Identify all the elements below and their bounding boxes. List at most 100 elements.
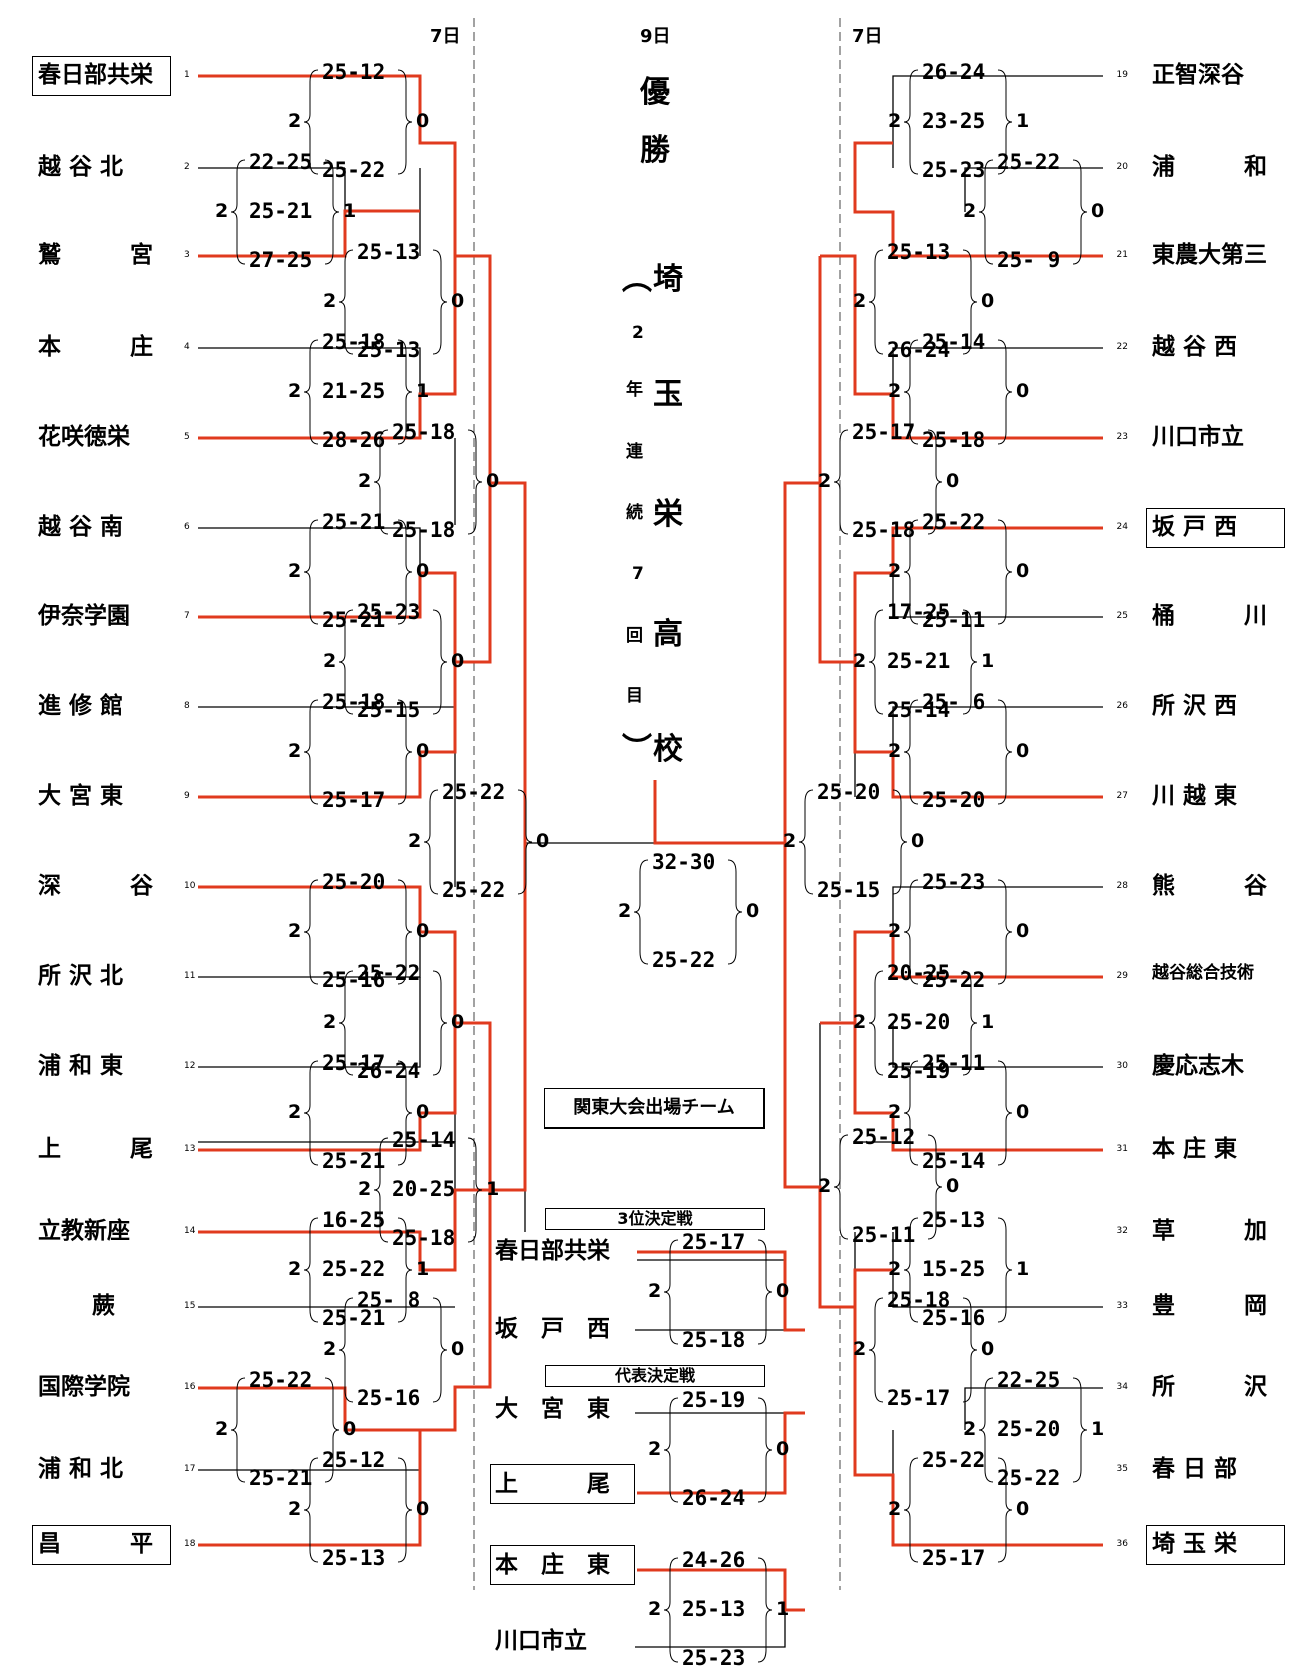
- champion-paren-open: ︵: [622, 262, 652, 297]
- set-score-0-0: 25-12: [322, 60, 386, 84]
- team-seed-right-27: 27: [1116, 791, 1128, 801]
- team-name-left-9: 大 宮 東: [38, 783, 124, 809]
- team-seed-left-17: 17: [184, 1464, 196, 1474]
- score-brace-right-20: [997, 339, 1013, 445]
- score-brace-left-21: [833, 429, 849, 535]
- set-score-29-0: 25-12: [852, 1125, 916, 1149]
- team-seed-left-10: 10: [184, 881, 196, 891]
- set-score-17-0: 26-24: [922, 60, 986, 84]
- sets-lost-31: 0: [981, 1338, 995, 1360]
- score-brace-left-20: [903, 339, 919, 445]
- set-score-13-0: 16-25: [322, 1208, 386, 1232]
- set-score-33-2: 25-17: [922, 1546, 986, 1570]
- sets-lost-27: 1: [981, 1011, 995, 1033]
- set-score-15-0: 25-22: [249, 1368, 313, 1392]
- sets-lost-35: 0: [776, 1280, 790, 1302]
- sets-lost-23: 1: [981, 650, 995, 672]
- sets-lost-12: 1: [486, 1178, 500, 1200]
- sets-won-36: 2: [648, 1438, 662, 1460]
- champion-name-3: 栄: [653, 497, 683, 532]
- champion-note-4: 続: [626, 503, 643, 523]
- set-score-13-2: 25-21: [322, 1306, 386, 1330]
- team-seed-left-13: 13: [184, 1144, 196, 1154]
- set-score-36-0: 25-19: [682, 1388, 746, 1412]
- set-score-13-1: 25-22: [322, 1257, 386, 1281]
- set-score-20-2: 25-18: [922, 428, 986, 452]
- team-box-left-1: [32, 56, 171, 96]
- team-seed-left-15: 15: [184, 1301, 196, 1311]
- set-score-37-0: 24-26: [682, 1548, 746, 1572]
- sets-won-7: 2: [288, 740, 302, 762]
- score-brace-right-36: [757, 1397, 773, 1503]
- set-score-18-2: 25- 9: [997, 248, 1061, 272]
- champion-name-5: 校: [653, 732, 683, 767]
- score-brace-left-11: [303, 1060, 319, 1166]
- team-seed-left-8: 8: [184, 701, 190, 711]
- team-name-left-2: 越 谷 北: [38, 154, 124, 180]
- set-score-21-2: 25-18: [852, 518, 916, 542]
- sets-won-31: 2: [853, 1338, 867, 1360]
- score-brace-left-8: [423, 789, 439, 895]
- set-score-19-2: 26-24: [887, 338, 951, 362]
- rep-match-title: 代表決定戦: [545, 1365, 765, 1387]
- set-score-32-2: 25-22: [997, 1466, 1061, 1490]
- set-score-23-1: 25-21: [887, 649, 951, 673]
- third-place-title: 3位決定戦: [545, 1208, 765, 1230]
- team-name-left-4: 本 庄: [38, 334, 153, 360]
- team-seed-right-25: 25: [1116, 611, 1128, 621]
- champion-name-1: 埼: [653, 262, 683, 297]
- team-seed-left-9: 9: [184, 791, 190, 801]
- sets-lost-3: 1: [416, 380, 430, 402]
- set-score-36-2: 26-24: [682, 1486, 746, 1510]
- team-seed-left-4: 4: [184, 342, 190, 352]
- score-brace-right-3: [397, 339, 413, 445]
- team-name-right-22: 越 谷 西: [1152, 334, 1238, 360]
- sets-won-10: 2: [323, 1011, 337, 1033]
- score-brace-left-1: [230, 159, 246, 265]
- sets-won-32: 2: [963, 1418, 977, 1440]
- score-brace-right-19: [962, 249, 978, 355]
- team-name-left-14: 立教新座: [38, 1218, 130, 1244]
- set-score-24-2: 25-20: [922, 788, 986, 812]
- set-score-32-0: 22-25: [997, 1368, 1061, 1392]
- team-seed-left-2: 2: [184, 162, 190, 172]
- set-score-1-1: 25-21: [249, 199, 313, 223]
- sets-won-25: 2: [783, 830, 797, 852]
- score-brace-right-7: [397, 699, 413, 805]
- sets-lost-11: 0: [416, 1101, 430, 1123]
- team-name-left-5: 花咲徳栄: [38, 424, 130, 450]
- score-brace-left-24: [903, 699, 919, 805]
- set-score-5-0: 25-21: [322, 510, 386, 534]
- score-brace-left-16: [303, 1457, 319, 1563]
- score-brace-left-9: [303, 879, 319, 985]
- rep-team-c-box: [490, 1545, 635, 1585]
- set-score-7-2: 25-17: [322, 788, 386, 812]
- sets-lost-30: 1: [1016, 1258, 1030, 1280]
- score-brace-left-10: [338, 970, 354, 1076]
- score-brace-right-30: [997, 1217, 1013, 1323]
- score-brace-right-0: [397, 69, 413, 175]
- team-name-right-23: 川口市立: [1152, 424, 1244, 450]
- score-brace-left-13: [303, 1217, 319, 1323]
- team-name-right-35: 春 日 部: [1152, 1456, 1238, 1482]
- sets-won-19: 2: [853, 290, 867, 312]
- set-score-26-0: 25-23: [922, 870, 986, 894]
- score-brace-right-35: [757, 1239, 773, 1345]
- set-score-19-0: 25-13: [887, 240, 951, 264]
- sets-lost-24: 0: [1016, 740, 1030, 762]
- set-score-6-2: 25-15: [357, 698, 421, 722]
- score-brace-left-32: [978, 1377, 994, 1483]
- sets-won-6: 2: [323, 650, 337, 672]
- score-brace-left-15: [230, 1377, 246, 1483]
- set-score-5-2: 25-21: [322, 608, 386, 632]
- sets-won-33: 2: [888, 1498, 902, 1520]
- set-score-17-1: 23-25: [922, 109, 986, 133]
- team-name-right-30: 慶応志木: [1152, 1053, 1244, 1079]
- champion-label-1: 優: [640, 75, 670, 110]
- day-label-center: 9日: [640, 26, 671, 47]
- team-box-left-18: [32, 1525, 171, 1565]
- set-score-22-0: 25-22: [922, 510, 986, 534]
- sets-won-8: 2: [408, 830, 422, 852]
- set-score-18-0: 25-22: [997, 150, 1061, 174]
- team-name-right-25: 桶 川: [1152, 603, 1267, 629]
